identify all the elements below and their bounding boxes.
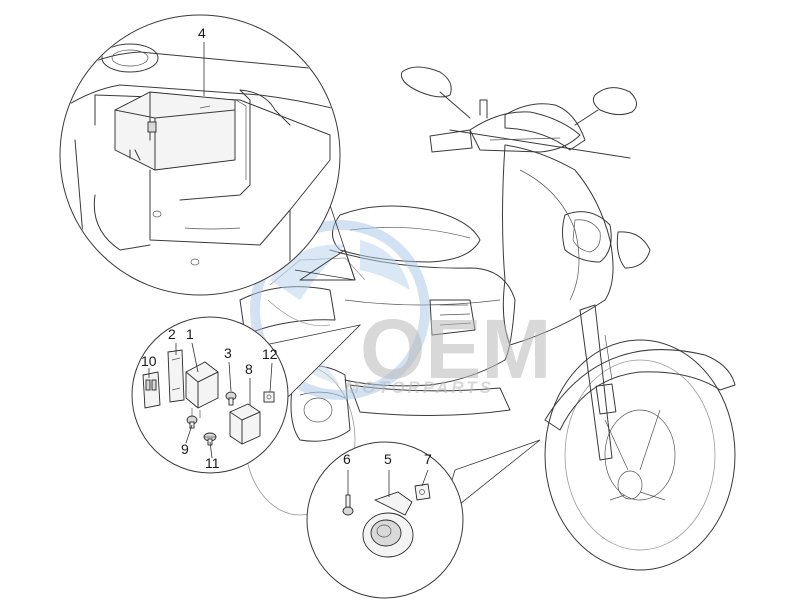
part-number-5: 5 [384,451,392,467]
watermark-sub: MOTORPARTS [345,378,494,397]
part-number-3: 3 [224,345,232,361]
horn-part-5 [362,491,414,558]
part-number-2: 2 [168,326,176,342]
part-number-9: 9 [181,441,189,457]
relay-part-1 [185,361,219,418]
clip-part-7 [414,483,431,501]
callout-horn: 6 5 7 [306,439,541,599]
part-number-7: 7 [424,451,432,467]
watermark: OEM MOTORPARTS [250,220,551,400]
part-number-11: 11 [205,455,220,471]
relay-part-8 [229,403,261,445]
part-number-12: 12 [262,346,278,362]
part-number-4: 4 [198,25,206,41]
part-number-8: 8 [245,361,253,377]
part-number-6: 6 [343,451,351,467]
screw-part-3 [225,391,237,406]
part-number-10: 10 [141,353,157,369]
scooter-outline [239,66,736,571]
battery [114,91,236,171]
bracket-part-10 [142,371,161,409]
callout-battery: 4 [59,14,356,296]
callout-relays: 1 2 3 8 10 12 9 11 [131,316,362,474]
plate-part-2 [167,349,185,403]
part-number-1: 1 [186,326,194,342]
clip-part-12 [263,391,275,403]
watermark-brand: OEM [360,302,551,396]
